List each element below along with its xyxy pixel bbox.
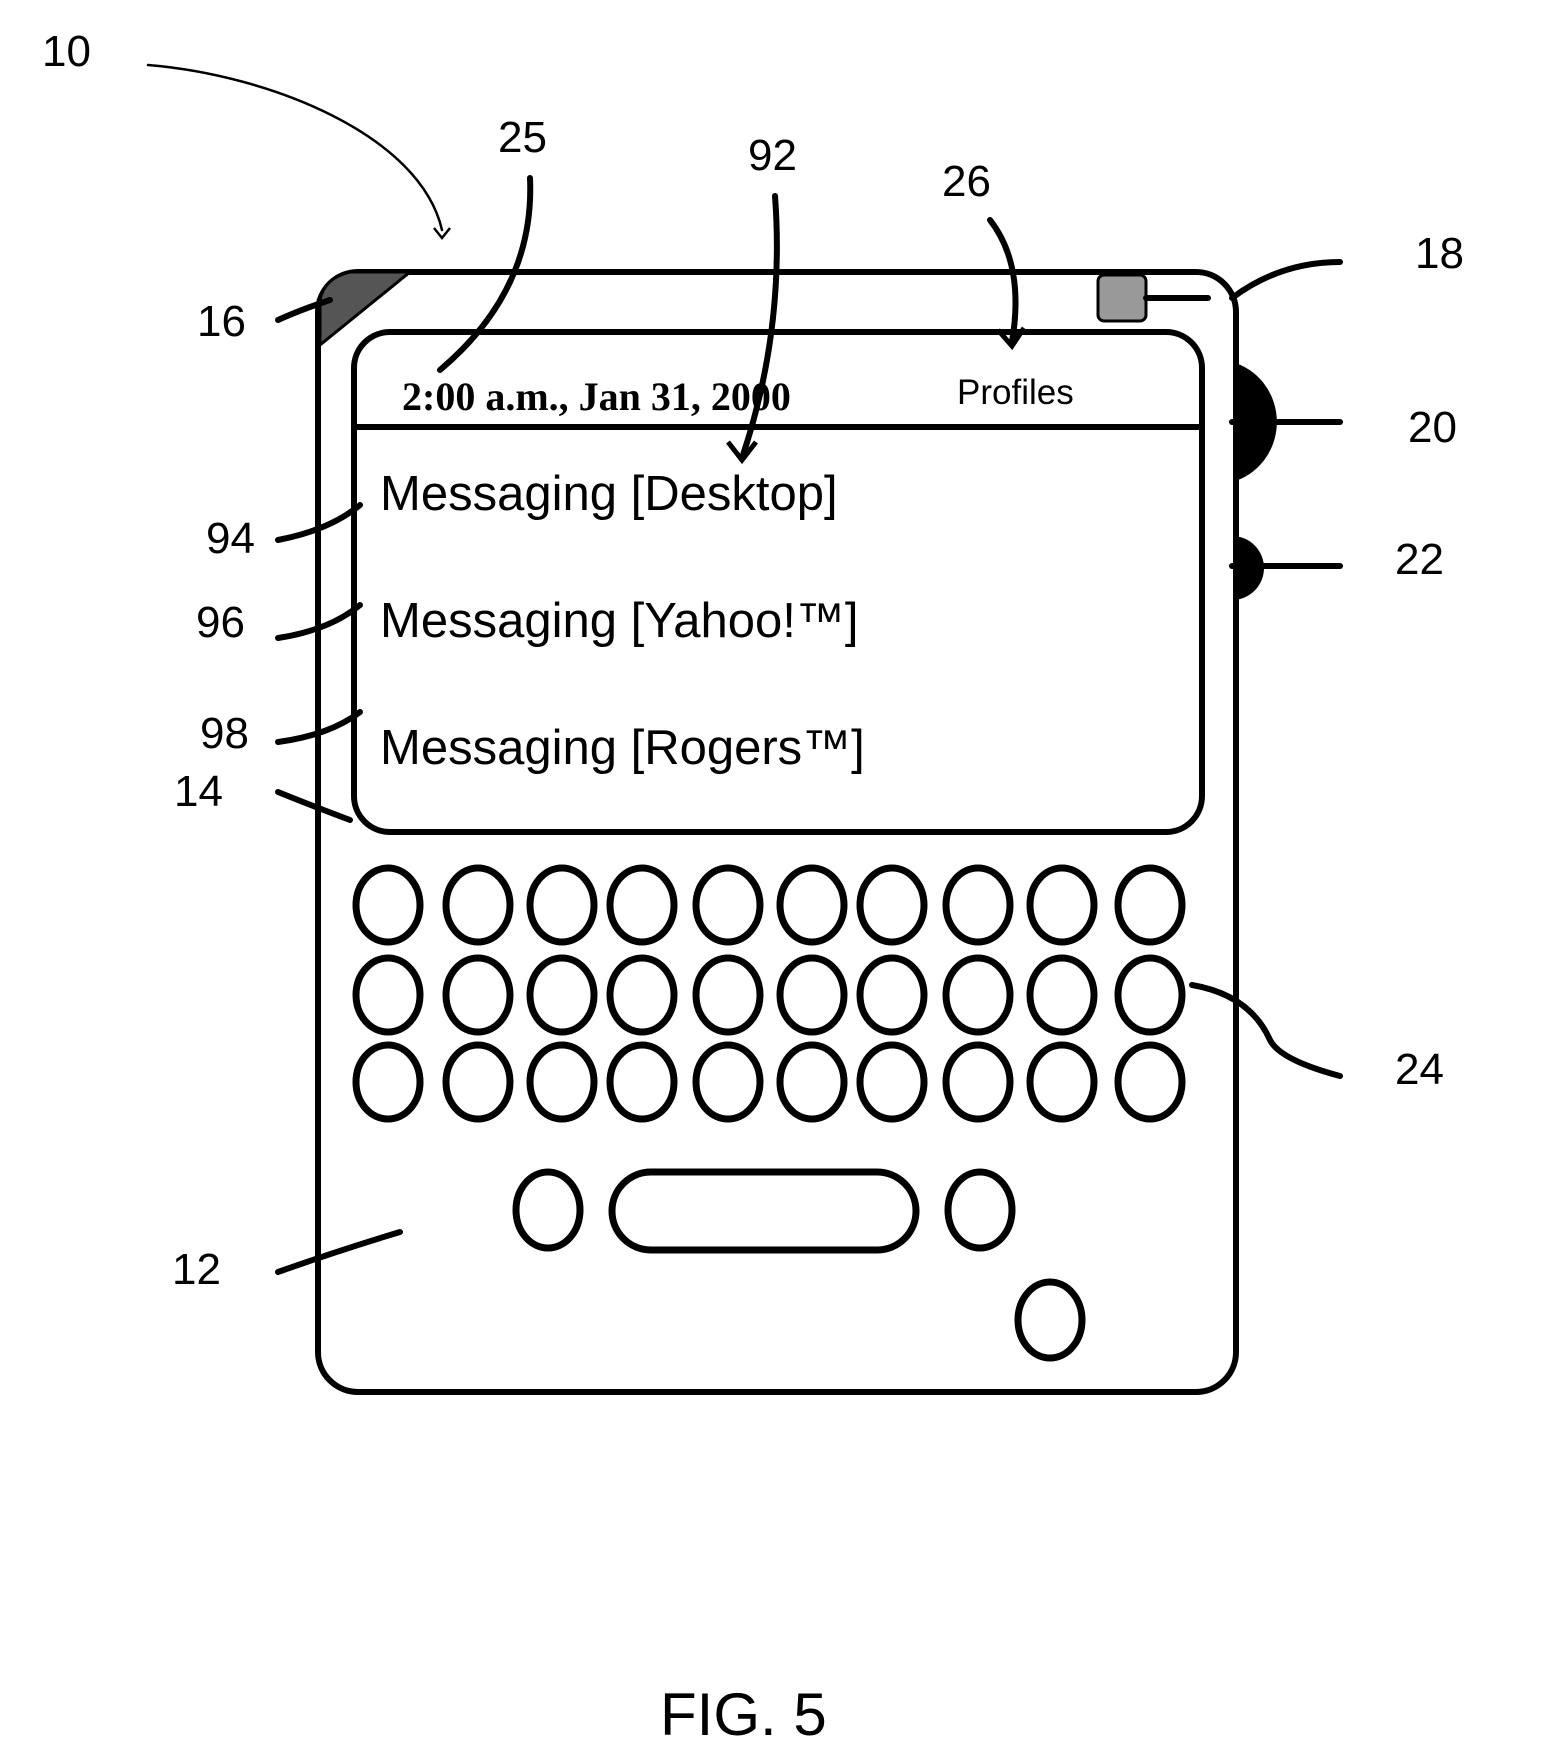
- space-key: [612, 1172, 916, 1250]
- ref-25: 25: [498, 113, 547, 162]
- keyboard-key: [530, 868, 594, 942]
- keyboard-key: [1030, 868, 1094, 942]
- keyboard-key: [1118, 1045, 1182, 1119]
- trackball-key: [1018, 1282, 1082, 1358]
- ref-92: 92: [748, 131, 797, 180]
- keyboard-key: [530, 1045, 594, 1119]
- ref-98: 98: [200, 709, 249, 758]
- keyboard-key: [946, 868, 1010, 942]
- ref-14: 14: [174, 767, 223, 816]
- keyboard-key: [946, 1045, 1010, 1119]
- keyboard-key: [696, 868, 760, 942]
- keyboard-key: [446, 868, 510, 942]
- keyboard-key: [696, 1045, 760, 1119]
- ref-18: 18: [1415, 229, 1464, 278]
- ref-94: 94: [206, 514, 255, 563]
- keyboard-key: [1030, 1045, 1094, 1119]
- keyboard-key: [780, 1045, 844, 1119]
- bottom-key-right: [948, 1172, 1012, 1248]
- ref-16: 16: [197, 297, 246, 346]
- keyboard-key: [356, 1045, 420, 1119]
- keyboard-key: [446, 1045, 510, 1119]
- ref-26: 26: [942, 157, 991, 206]
- keyboard-key: [1030, 958, 1094, 1032]
- menu-item-yahoo: Messaging [Yahoo!™]: [380, 594, 858, 648]
- leader-10: [148, 65, 442, 230]
- ref-20: 20: [1408, 403, 1457, 452]
- keyboard-key: [1118, 868, 1182, 942]
- keyboard-key: [860, 1045, 924, 1119]
- keyboard-key: [446, 958, 510, 1032]
- keyboard-key: [946, 958, 1010, 1032]
- clock-text: 2:00 a.m., Jan 31, 2000: [402, 374, 791, 419]
- figure-caption: FIG. 5: [660, 1681, 827, 1748]
- keyboard-key: [696, 958, 760, 1032]
- keyboard-key: [860, 868, 924, 942]
- profiles-label: Profiles: [957, 373, 1074, 412]
- keyboard-key: [610, 868, 674, 942]
- menu-item-desktop: Messaging [Desktop]: [380, 467, 838, 521]
- keyboard-key: [530, 958, 594, 1032]
- ref-10: 10: [42, 27, 91, 76]
- keyboard-key: [1118, 958, 1182, 1032]
- ref-22: 22: [1395, 535, 1444, 584]
- keyboard-key: [610, 1045, 674, 1119]
- keyboard-key: [356, 868, 420, 942]
- keyboard-key: [860, 958, 924, 1032]
- keyboard-key: [780, 868, 844, 942]
- keyboard-key: [356, 958, 420, 1032]
- bottom-key-left: [516, 1172, 580, 1248]
- leader-18: [1232, 262, 1340, 298]
- ref-96: 96: [196, 598, 245, 647]
- ref-12: 12: [172, 1245, 221, 1294]
- keyboard-key: [610, 958, 674, 1032]
- keyboard-key: [780, 958, 844, 1032]
- menu-item-rogers: Messaging [Rogers™]: [380, 721, 865, 775]
- ref-24: 24: [1395, 1045, 1444, 1094]
- indicator-18: [1098, 275, 1146, 321]
